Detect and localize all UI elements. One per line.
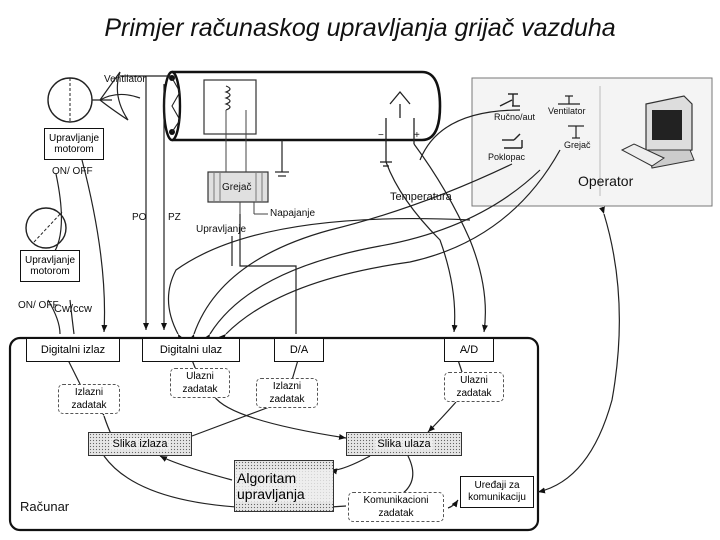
comm-device-box: Uređaji za komunikaciju: [460, 476, 534, 508]
onoff-2-label: ON/ OFF: [18, 300, 59, 311]
control-label: Upravljanje: [196, 224, 247, 235]
operator-ventilator-label: Ventilator: [548, 106, 586, 116]
page-title: Primjer računaskog upravljanja grijač va…: [104, 14, 616, 42]
ventilator-switch-icon: [558, 95, 580, 105]
input-image-buffer: Slika ulaza: [346, 432, 462, 456]
output-task-2: Izlazni zadatak: [256, 378, 318, 408]
da-box: D/A: [274, 338, 324, 362]
motor-control-1-box: Upravljanje motorom: [44, 128, 104, 160]
cover-switch-icon: [502, 133, 523, 149]
supply-label: Napajanje: [270, 208, 316, 219]
manual-auto-label: Ručno/aut: [494, 112, 536, 122]
fan-motor-2: [25, 207, 67, 249]
output-image-label: Slika izlaza: [110, 438, 170, 450]
comm-task: Komunikacioni zadatak: [348, 492, 444, 522]
onoff-1-label: ON/ OFF: [52, 166, 93, 177]
heater-device: [207, 160, 269, 203]
temperature-label: Temperatura: [390, 191, 452, 203]
cover-label: Poklopac: [488, 152, 526, 162]
input-task-2: Ulazni zadatak: [444, 372, 504, 402]
ventilator-label: Ventilator: [104, 74, 146, 85]
operator-heater-label: Grejač: [564, 140, 591, 150]
algorithm-label: Algoritam upravljanja: [235, 470, 333, 502]
fan-motor-1: [47, 71, 141, 123]
computer-monitor-icon: [620, 95, 695, 169]
digital-input-box: Digitalni ulaz: [142, 338, 240, 362]
computer-label: Računar: [20, 499, 70, 514]
algorithm-box: Algoritam upravljanja: [234, 460, 334, 512]
pz-label: PZ: [168, 212, 181, 223]
output-task-1: Izlazni zadatak: [58, 384, 120, 414]
temperature-sensor: [380, 90, 415, 167]
operator-label: Operator: [578, 173, 634, 189]
manual-auto-switch-icon: [499, 93, 520, 107]
motor-control-2-box: Upravljanje motorom: [20, 250, 80, 282]
input-image-label: Slika ulaza: [375, 438, 433, 450]
cwccw-label: Cw/ccw: [54, 303, 92, 315]
minus-label: −: [378, 130, 384, 141]
po-label: PO: [132, 212, 147, 223]
input-task-1: Ulazni zadatak: [170, 368, 230, 398]
air-duct: [162, 70, 442, 142]
heater-element: [203, 79, 257, 135]
heater-label: Grejač: [222, 182, 252, 193]
plus-label: +: [414, 130, 420, 141]
heater-switch-icon: [568, 125, 584, 139]
output-image-buffer: Slika izlaza: [88, 432, 192, 456]
ad-box: A/D: [444, 338, 494, 362]
digital-output-box: Digitalni izlaz: [26, 338, 120, 362]
